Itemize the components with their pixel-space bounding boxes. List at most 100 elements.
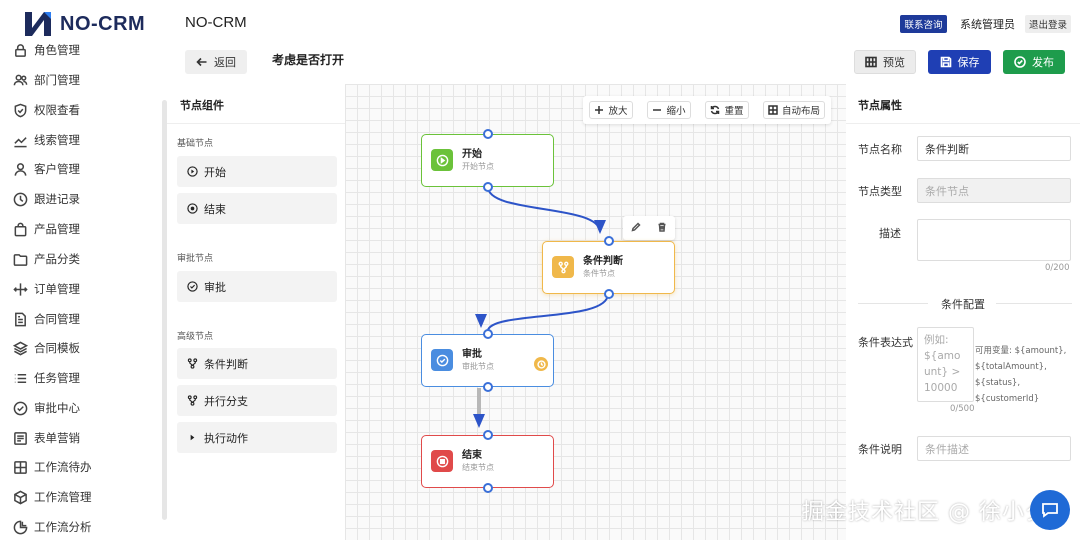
flow-canvas[interactable]: 放大 缩小 重置 自动布局 开始 开始节点 条件判断 条件节点 — [345, 84, 846, 540]
output-port[interactable] — [483, 483, 493, 493]
divider — [858, 303, 928, 304]
sidebar-item-workflow-management[interactable]: 工作流管理 — [12, 485, 92, 509]
brand-logo[interactable]: NO-CRM — [22, 8, 145, 40]
arrowhead — [473, 414, 485, 428]
zoom-out-button[interactable]: 缩小 — [647, 101, 691, 119]
preview-button[interactable]: 预览 — [854, 50, 916, 74]
description-textarea[interactable] — [917, 219, 1071, 261]
flow-node-condition[interactable]: 条件判断 条件节点 — [542, 236, 675, 299]
sidebar-item-permissions[interactable]: 权限查看 — [12, 98, 80, 122]
edit-icon[interactable] — [631, 221, 641, 235]
floppy-icon — [940, 56, 951, 68]
grid-icon — [865, 56, 877, 68]
palette-item-condition[interactable]: 条件判断 — [177, 348, 337, 379]
output-port[interactable] — [483, 382, 493, 392]
sidebar-item-departments[interactable]: 部门管理 — [12, 68, 80, 92]
node-subtitle: 条件节点 — [583, 269, 615, 278]
palette-item-action[interactable]: 执行动作 — [177, 422, 337, 453]
palette-item-label: 开始 — [204, 165, 226, 179]
input-port[interactable] — [483, 430, 493, 440]
check-circle-icon — [431, 349, 453, 371]
canvas-toolbar: 放大 缩小 重置 自动布局 — [583, 96, 831, 124]
sidebar-item-label: 订单管理 — [34, 282, 80, 296]
node-name-input[interactable]: 条件判断 — [917, 136, 1071, 161]
trend-icon — [12, 132, 28, 148]
flow-node-end[interactable]: 结束 结束节点 — [421, 430, 554, 493]
sidebar-item-leads[interactable]: 线索管理 — [12, 128, 80, 152]
user-name[interactable]: 系统管理员 — [960, 18, 1015, 31]
properties-title: 节点属性 — [858, 99, 902, 112]
input-port[interactable] — [604, 236, 614, 246]
sidebar-item-label: 权限查看 — [34, 103, 80, 117]
palette-group-label: 审批节点 — [177, 254, 214, 264]
publish-button-label: 发布 — [1032, 56, 1054, 69]
description-counter: 0/200 — [1045, 263, 1070, 273]
input-port[interactable] — [483, 129, 493, 139]
palette-item-parallel[interactable]: 并行分支 — [177, 385, 337, 416]
branch-icon — [186, 358, 198, 370]
link-start-to-condition — [487, 186, 601, 233]
expression-textarea[interactable]: 例如: ${amount} > 10000 — [917, 327, 974, 402]
trash-icon[interactable] — [657, 221, 667, 235]
sidebar-item-workflow-todo[interactable]: 工作流待办 — [12, 455, 92, 479]
logout-button[interactable]: 退出登录 — [1025, 15, 1071, 33]
sidebar-item-label: 合同管理 — [34, 312, 80, 326]
refresh-icon — [711, 105, 720, 115]
sidebar-item-contracts[interactable]: 合同管理 — [12, 307, 80, 331]
sidebar-item-customers[interactable]: 客户管理 — [12, 157, 80, 181]
stop-circle-icon — [431, 450, 453, 472]
divider — [996, 303, 1072, 304]
watermark: 掘金技术社区 @ 徐小夕 — [802, 500, 1048, 525]
publish-button[interactable]: 发布 — [1003, 50, 1065, 74]
user-icon — [12, 161, 28, 177]
flow-node-start[interactable]: 开始 开始节点 — [421, 129, 554, 192]
sidebar-item-approvals[interactable]: 审批中心 — [12, 396, 80, 420]
check-circle-icon — [12, 400, 28, 416]
palette-item-start[interactable]: 开始 — [177, 156, 337, 187]
sidebar-item-workflow-analysis[interactable]: 工作流分析 — [12, 515, 92, 539]
sidebar-item-label: 跟进记录 — [34, 192, 80, 206]
palette-item-approval[interactable]: 审批 — [177, 271, 337, 302]
sidebar-item-orders[interactable]: 订单管理 — [12, 277, 80, 301]
palette-item-label: 并行分支 — [204, 394, 248, 408]
save-button[interactable]: 保存 — [928, 50, 991, 74]
stop-circle-icon — [186, 203, 198, 215]
play-circle-icon — [186, 166, 198, 178]
sidebar-item-contract-templates[interactable]: 合同模板 — [12, 336, 80, 360]
app-title: NO-CRM — [185, 14, 247, 31]
input-port[interactable] — [483, 329, 493, 339]
floating-help-button[interactable] — [1030, 490, 1070, 530]
check-circle-icon — [186, 281, 198, 293]
flow-node-approval[interactable]: 审批 审批节点 — [421, 329, 554, 392]
back-button[interactable]: 返回 — [185, 50, 247, 74]
sidebar-item-products[interactable]: 产品管理 — [12, 217, 80, 241]
sidebar-scrollbar[interactable] — [162, 100, 167, 520]
node-subtitle: 审批节点 — [462, 362, 494, 371]
expression-label: 条件表达式 — [858, 336, 913, 349]
condition-description-label: 条件说明 — [858, 443, 902, 456]
sidebar-item-tasks[interactable]: 任务管理 — [12, 366, 80, 390]
palette-title: 节点组件 — [180, 99, 224, 112]
auto-layout-button[interactable]: 自动布局 — [763, 101, 825, 119]
reset-button[interactable]: 重置 — [705, 101, 749, 119]
node-palette: 节点组件 基础节点 开始 结束 审批节点 审批 高级节点 条件判断 并行分支 执… — [167, 84, 345, 540]
zoom-in-button[interactable]: 放大 — [589, 101, 633, 119]
shield-icon — [12, 102, 28, 118]
node-subtitle: 开始节点 — [462, 162, 494, 171]
sidebar-item-product-categories[interactable]: 产品分类 — [12, 247, 80, 271]
sidebar-item-form-marketing[interactable]: 表单营销 — [12, 426, 80, 450]
plus-icon — [595, 106, 604, 114]
cube-icon — [12, 489, 28, 505]
contact-button[interactable]: 联系咨询 — [900, 15, 947, 33]
palette-item-end[interactable]: 结束 — [177, 193, 337, 224]
sidebar-item-roles[interactable]: 角色管理 — [12, 38, 80, 62]
sidebar-item-label: 合同模板 — [34, 341, 80, 355]
output-port[interactable] — [604, 289, 614, 299]
palette-item-label: 执行动作 — [204, 431, 248, 445]
output-port[interactable] — [483, 182, 493, 192]
condition-description-input[interactable]: 条件描述 — [917, 436, 1071, 461]
expression-counter: 0/500 — [950, 404, 975, 414]
palette-item-label: 审批 — [204, 280, 226, 294]
zoom-in-label: 放大 — [608, 106, 628, 117]
sidebar-item-followups[interactable]: 跟进记录 — [12, 187, 80, 211]
